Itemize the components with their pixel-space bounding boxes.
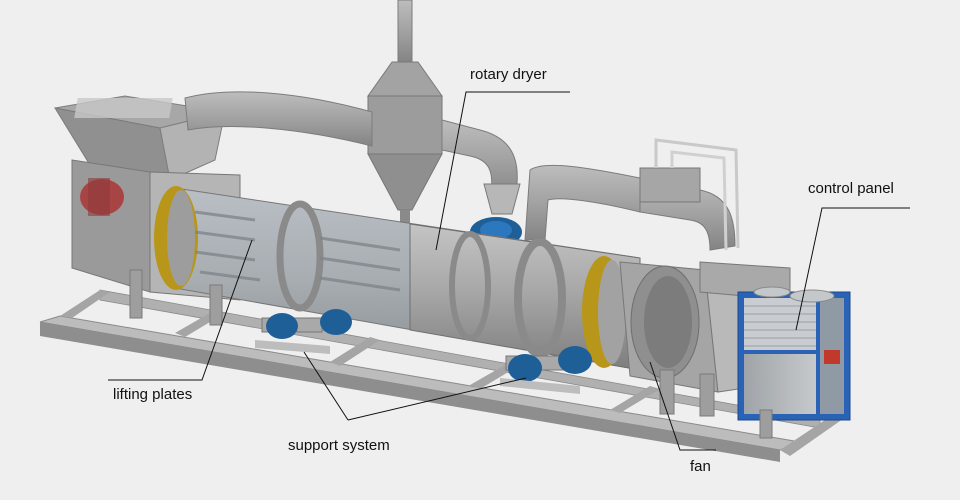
machine-legs bbox=[129, 269, 773, 439]
hot-air-duct bbox=[184, 91, 641, 241]
leader-support-system-right bbox=[347, 377, 527, 421]
blower bbox=[470, 183, 522, 247]
support-bearings bbox=[255, 309, 592, 394]
leader-lines bbox=[108, 91, 910, 451]
control-panel-label: control panel bbox=[808, 180, 894, 197]
leader-rotary-dryer bbox=[435, 91, 570, 251]
leader-control-panel bbox=[795, 207, 910, 331]
cyclone-separator bbox=[367, 0, 443, 226]
leader-lifting-plates bbox=[108, 239, 253, 381]
control-panel-cabinet bbox=[699, 261, 851, 421]
support-system-label: support system bbox=[288, 437, 390, 454]
lifting-plates-label: lifting plates bbox=[113, 386, 193, 403]
exhaust-duct bbox=[639, 138, 740, 251]
leader-fan bbox=[649, 361, 716, 451]
rotary-drum bbox=[154, 186, 641, 371]
fan-label: fan bbox=[690, 458, 711, 475]
leader-support-system-left bbox=[303, 351, 349, 421]
rotary-dryer-label: rotary dryer bbox=[470, 66, 547, 83]
